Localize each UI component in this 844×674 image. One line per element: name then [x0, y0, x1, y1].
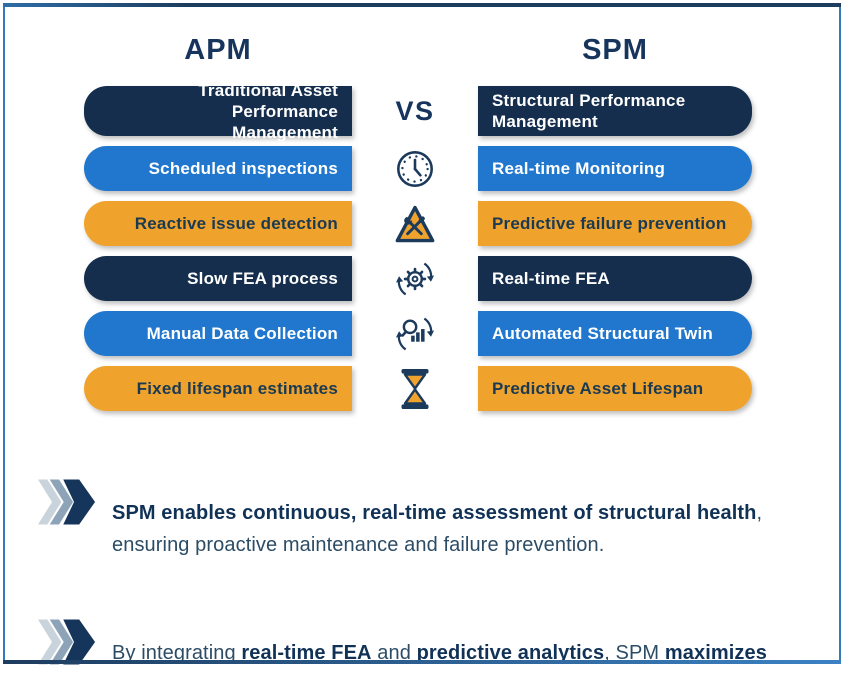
- spm-row-pill: Real-time FEA: [478, 256, 752, 301]
- apm-row-label: Traditional Asset Performance Management: [198, 80, 338, 142]
- apm-row-label: Reactive issue detection: [134, 214, 338, 233]
- spm-row-label: Predictive Asset Lifespan: [492, 379, 704, 398]
- spm-row-label: Predictive failure prevention: [492, 214, 727, 233]
- spm-row-pill: Real-time Monitoring: [478, 146, 752, 191]
- takeaway-item: By integrating real-time FEA and predict…: [38, 617, 844, 674]
- row-center-cell: [352, 366, 478, 411]
- triple-chevron-icon: [38, 619, 96, 665]
- triple-chevron-icon: [38, 479, 96, 525]
- spm-row-pill: Structural Performance Management: [478, 86, 752, 136]
- apm-row-pill: Manual Data Collection: [84, 311, 352, 356]
- takeaway-text: SPM enables continuous, real-time assess…: [112, 502, 763, 556]
- warning-tools-icon: [392, 203, 438, 244]
- spm-row-pill: Predictive failure prevention: [478, 201, 752, 246]
- spm-heading: SPM: [582, 34, 648, 66]
- apm-row-label: Scheduled inspections: [148, 159, 338, 178]
- vs-label: VS: [395, 95, 435, 126]
- spm-row-label: Automated Structural Twin: [492, 324, 713, 343]
- takeaway-text: By integrating real-time FEA and predict…: [112, 642, 767, 664]
- apm-row-pill: Slow FEA process: [84, 256, 352, 301]
- data-analysis-sync-icon: [393, 312, 437, 356]
- apm-row-label: Fixed lifespan estimates: [136, 379, 338, 398]
- takeaways-section: SPM enables continuous, real-time assess…: [38, 477, 844, 674]
- apm-row-pill: Scheduled inspections: [84, 146, 352, 191]
- row-center-cell: VS: [352, 86, 478, 136]
- gear-sync-icon: [393, 257, 437, 301]
- apm-row-label: Manual Data Collection: [146, 324, 338, 343]
- apm-row-pill: Reactive issue detection: [84, 201, 352, 246]
- comparison-rows: Traditional Asset Performance Management…: [84, 81, 844, 411]
- apm-row-label: Slow FEA process: [187, 269, 338, 288]
- apm-row-pill: Traditional Asset Performance Management: [84, 81, 352, 142]
- takeaway-item: SPM enables continuous, real-time assess…: [38, 477, 844, 581]
- spm-row-pill: Automated Structural Twin: [478, 311, 752, 356]
- apm-row-pill: Fixed lifespan estimates: [84, 366, 352, 411]
- spm-row-pill: Predictive Asset Lifespan: [478, 366, 752, 411]
- top-accent-bar: [3, 3, 841, 7]
- row-center-cell: [352, 201, 478, 246]
- hourglass-icon: [398, 367, 432, 411]
- spm-row-label: Real-time FEA: [492, 269, 610, 288]
- row-center-cell: [352, 256, 478, 301]
- apm-heading: APM: [184, 34, 252, 66]
- row-center-cell: [352, 311, 478, 356]
- spm-row-label: Structural Performance Management: [492, 91, 686, 131]
- spm-row-label: Real-time Monitoring: [492, 159, 666, 178]
- header-spacer: [352, 34, 478, 66]
- column-headers: APM SPM: [84, 34, 844, 66]
- clock-icon: [394, 148, 436, 190]
- row-center-cell: [352, 146, 478, 191]
- bottom-accent-bar: [3, 660, 841, 664]
